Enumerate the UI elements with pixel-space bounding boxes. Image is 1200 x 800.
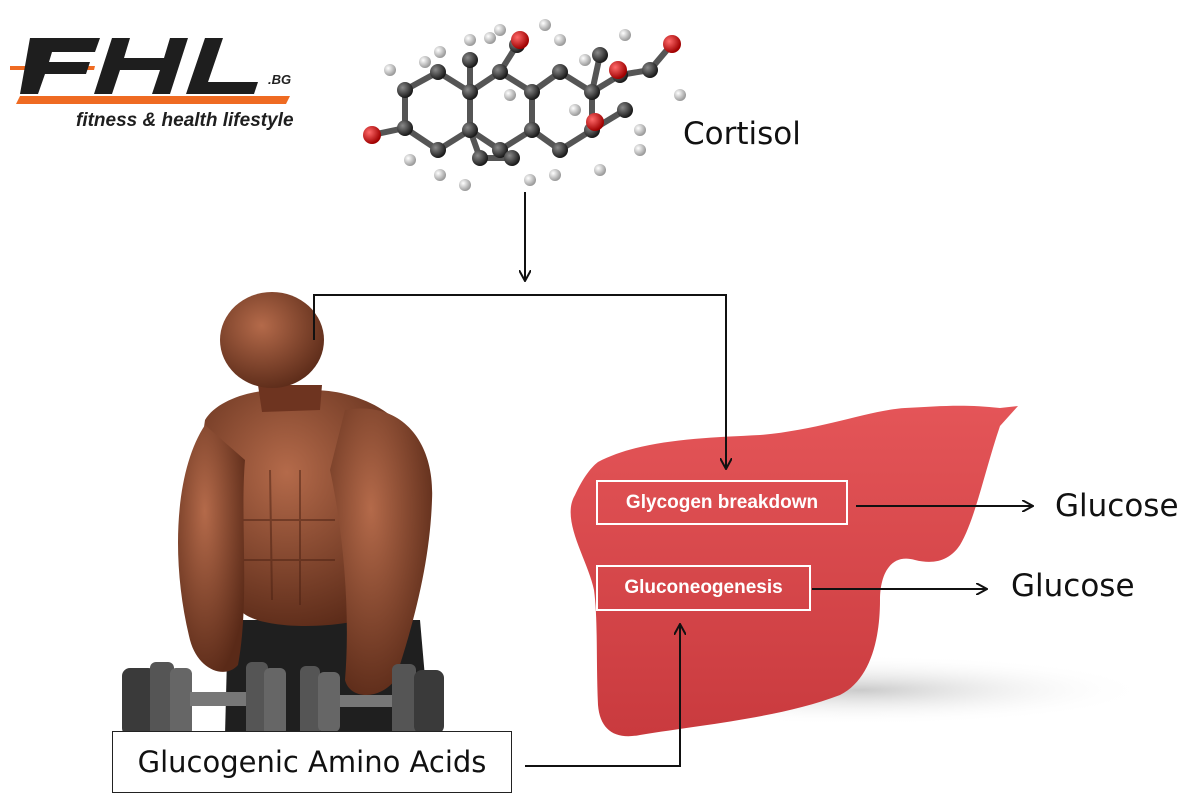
carbon-atom bbox=[397, 82, 413, 98]
hydrogen-atom bbox=[619, 29, 631, 41]
hydrogen-atom bbox=[459, 179, 471, 191]
glucose-output-1: Glucose bbox=[1055, 488, 1179, 524]
carbon-atom bbox=[642, 62, 658, 78]
cortisol-molecule-icon bbox=[363, 19, 686, 191]
hydrogen-atom bbox=[674, 89, 686, 101]
carbon-atom bbox=[617, 102, 633, 118]
glucose-output-2: Glucose bbox=[1011, 568, 1135, 604]
carbon-atom bbox=[524, 84, 540, 100]
logo-orange-bar bbox=[16, 96, 290, 104]
glycogen-breakdown-box: Glycogen breakdown bbox=[596, 480, 848, 525]
hydrogen-atom bbox=[524, 174, 536, 186]
carbon-atom bbox=[462, 84, 478, 100]
head bbox=[220, 292, 324, 388]
hydrogen-atom bbox=[494, 24, 506, 36]
oxygen-atom bbox=[363, 126, 381, 144]
dumbbell-left bbox=[122, 662, 286, 742]
logo-letter-l bbox=[186, 38, 258, 94]
carbon-atom bbox=[462, 122, 478, 138]
hydrogen-atom bbox=[554, 34, 566, 46]
oxygen-atom bbox=[663, 35, 681, 53]
hydrogen-atom bbox=[634, 144, 646, 156]
oxygen-atom bbox=[511, 31, 529, 49]
logo-tagline: fitness & health lifestyle bbox=[76, 110, 294, 132]
left-arm bbox=[178, 425, 245, 672]
carbon-atom bbox=[430, 64, 446, 80]
carbon-atom bbox=[552, 142, 568, 158]
carbon-atom bbox=[397, 120, 413, 136]
carbon-atom bbox=[524, 122, 540, 138]
carbon-atom bbox=[492, 64, 508, 80]
hydrogen-atom bbox=[484, 32, 496, 44]
hydrogen-atom bbox=[434, 169, 446, 181]
hydrogen-atom bbox=[549, 169, 561, 181]
fhl-logo bbox=[10, 38, 290, 104]
bodybuilder-icon bbox=[122, 292, 444, 742]
logo-suffix: .BG bbox=[268, 72, 291, 87]
carbon-atom bbox=[504, 150, 520, 166]
carbon-atom bbox=[592, 47, 608, 63]
logo-letter-h bbox=[94, 38, 188, 94]
oxygen-atom bbox=[586, 113, 604, 131]
hydrogen-atom bbox=[579, 54, 591, 66]
hydrogen-atom bbox=[539, 19, 551, 31]
carbon-atom bbox=[472, 150, 488, 166]
cortisol-label: Cortisol bbox=[683, 116, 801, 152]
carbon-atom bbox=[462, 52, 478, 68]
hydrogen-atom bbox=[404, 154, 416, 166]
hydrogen-atom bbox=[569, 104, 581, 116]
hydrogen-atom bbox=[634, 124, 646, 136]
gluconeogenesis-box: Gluconeogenesis bbox=[596, 565, 811, 611]
hydrogen-atom bbox=[464, 34, 476, 46]
carbon-atom bbox=[584, 84, 600, 100]
hydrogen-atom bbox=[504, 89, 516, 101]
hydrogen-atom bbox=[419, 56, 431, 68]
carbon-atom bbox=[430, 142, 446, 158]
hydrogen-atom bbox=[384, 64, 396, 76]
carbon-atom bbox=[552, 64, 568, 80]
oxygen-atom bbox=[609, 61, 627, 79]
hydrogen-atom bbox=[594, 164, 606, 176]
logo-letter-f bbox=[20, 38, 100, 94]
glucogenic-amino-acids-box: Glucogenic Amino Acids bbox=[112, 731, 512, 793]
hydrogen-atom bbox=[434, 46, 446, 58]
